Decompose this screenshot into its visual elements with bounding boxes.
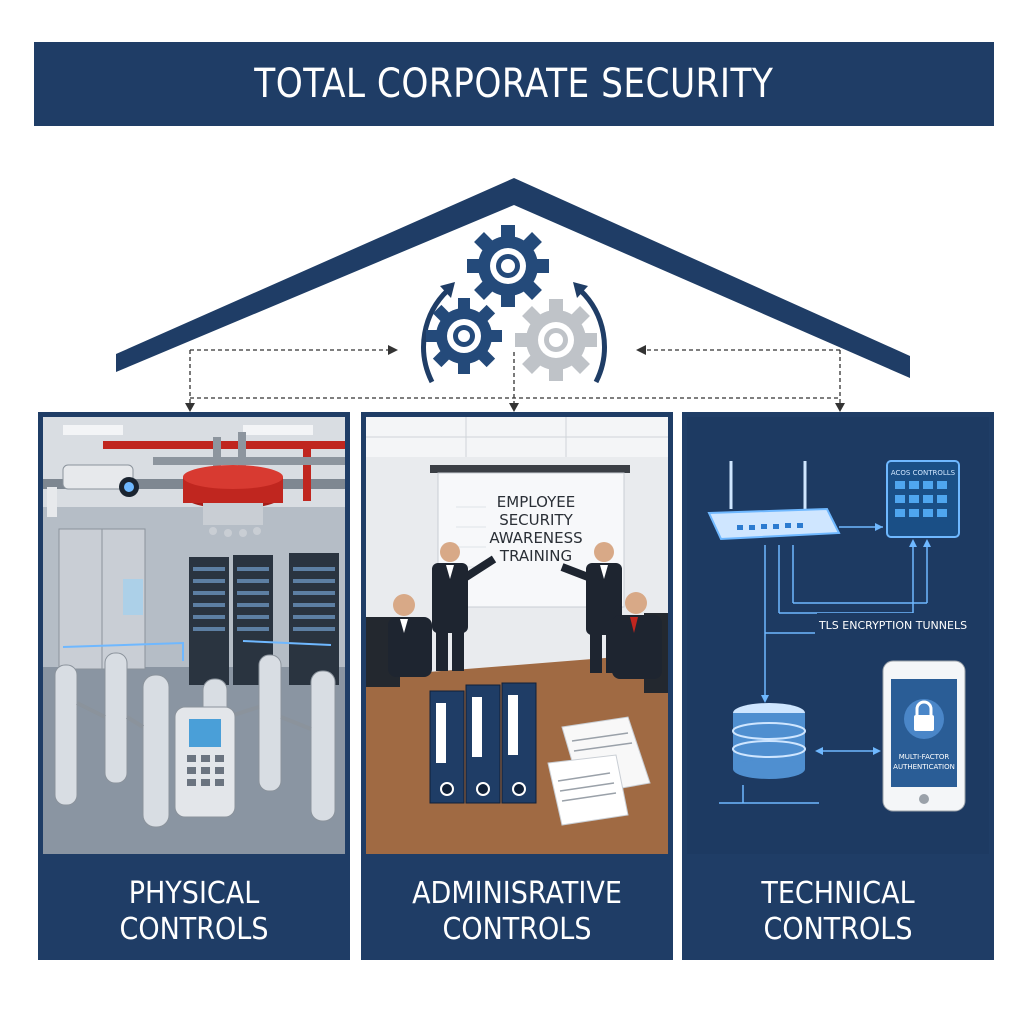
paper-documents xyxy=(547,716,651,826)
cycle-arrow-icon xyxy=(573,282,588,298)
tls-tunnel-label: TLS ENCRYPTION TUNNELS xyxy=(818,619,967,632)
attendee-figure xyxy=(366,594,432,687)
presenter-figure xyxy=(432,542,497,671)
database-icon xyxy=(732,703,806,779)
access-panel-label: ACOS CONTROLLS xyxy=(891,469,956,477)
board-text-line: TRAINING xyxy=(499,547,572,565)
connector-lines xyxy=(189,349,841,408)
attendee-figure xyxy=(612,592,668,693)
label-line: CONTROLS xyxy=(763,912,913,947)
router-icon xyxy=(707,461,841,541)
tls-tunnel-badge xyxy=(817,613,969,635)
cycle-arrow-icon xyxy=(421,288,450,384)
administrative-controls-panel: EMPLOYEE SECURITY AWARENESS TRAINING xyxy=(361,412,673,960)
physical-illustration xyxy=(43,417,345,854)
network-arrowheads xyxy=(761,523,931,755)
cycle-arrow-icon xyxy=(440,282,455,298)
projector-bar xyxy=(430,465,630,473)
board-text-line: EMPLOYEE xyxy=(497,493,575,511)
board-text-line: SECURITY xyxy=(499,511,573,529)
turnstile-icon xyxy=(54,640,336,828)
administrative-illustration: EMPLOYEE SECURITY AWARENESS TRAINING xyxy=(366,417,668,854)
technical-controls-panel: ACOS CONTROLLS xyxy=(682,412,994,960)
label-line: CONTROLS xyxy=(119,912,269,947)
physical-controls-label: PHYSICAL CONTROLS xyxy=(54,867,335,957)
gear-icon xyxy=(426,298,502,374)
smartphone-icon: MULTI-FACTOR AUTHENTICATION xyxy=(882,660,966,812)
gear-icon xyxy=(515,299,597,381)
lock-icon xyxy=(904,699,944,739)
label-line: CONTROLS xyxy=(442,912,592,947)
connector-arrowheads xyxy=(185,345,845,412)
title-banner: TOTAL CORPORATE SECURITY xyxy=(34,42,994,126)
administrative-controls-label: ADMINISRATIVE CONTROLS xyxy=(377,867,658,957)
physical-controls-panel: PHYSICAL CONTROLS xyxy=(38,412,350,960)
mfa-label-line: AUTHENTICATION xyxy=(893,763,955,771)
technical-controls-label: TECHNICAL CONTROLS xyxy=(698,867,979,957)
label-line: PHYSICAL xyxy=(128,876,260,911)
gear-icon xyxy=(467,225,549,307)
mfa-label-line: MULTI-FACTOR xyxy=(899,753,950,761)
keypad-icon xyxy=(174,706,236,818)
board-text-line: AWARENESS xyxy=(489,529,582,547)
label-line: TECHNICAL xyxy=(761,876,915,911)
fire-suppression-icon xyxy=(183,432,283,537)
label-line: ADMINISRATIVE xyxy=(412,876,622,911)
access-control-panel: ACOS CONTROLLS xyxy=(886,460,960,538)
roof-diagram xyxy=(116,178,910,412)
page-title: TOTAL CORPORATE SECURITY xyxy=(254,61,774,107)
technical-illustration: ACOS CONTROLLS xyxy=(687,417,989,854)
binder-icon xyxy=(429,682,537,804)
security-camera-icon xyxy=(47,464,139,517)
server-racks xyxy=(189,553,339,685)
cycle-arrow-icon xyxy=(578,288,607,384)
